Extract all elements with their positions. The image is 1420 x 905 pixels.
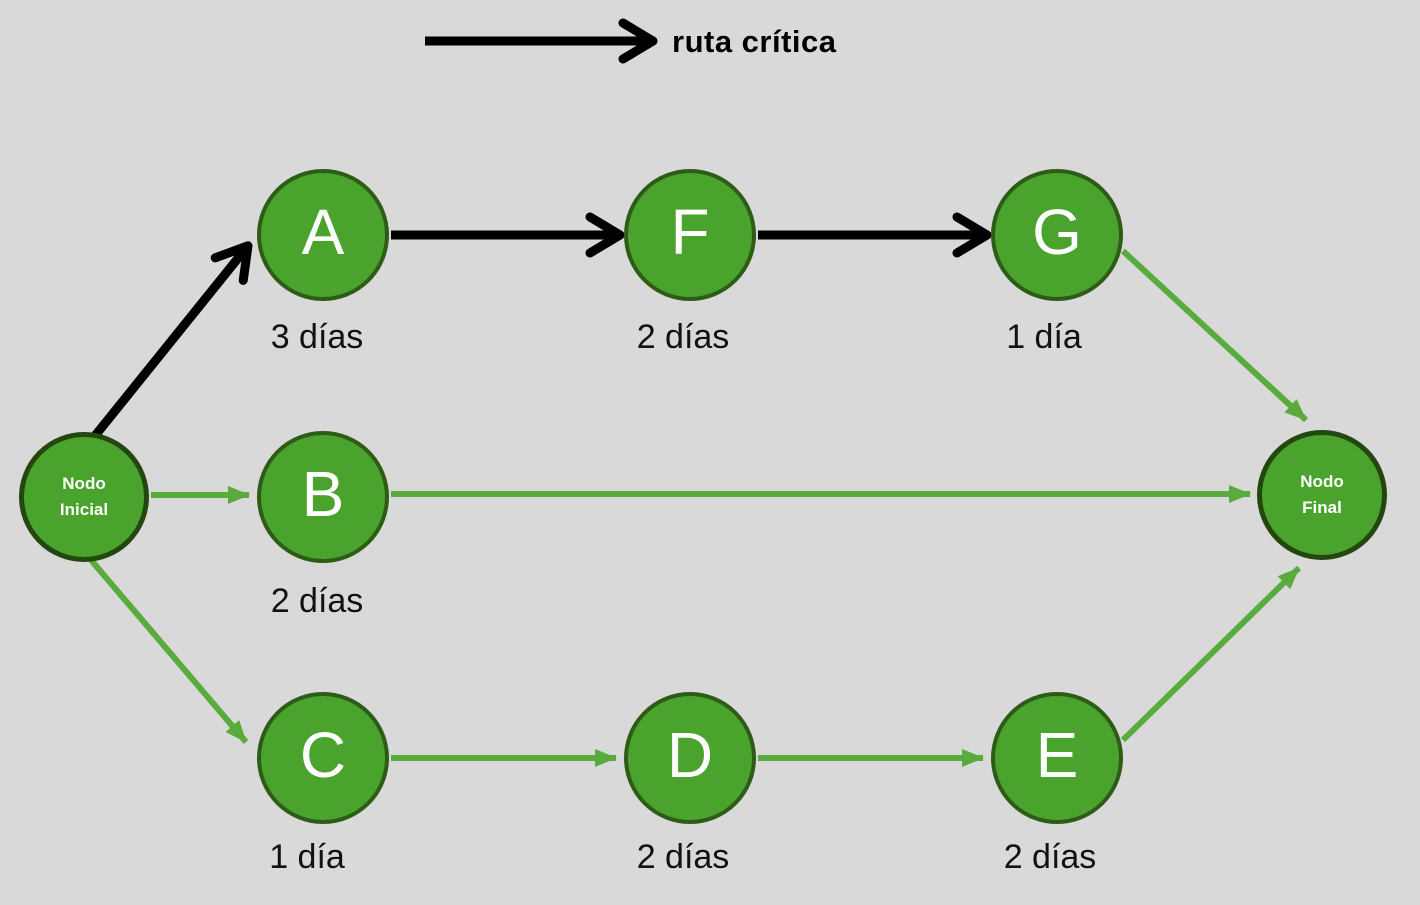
node-final-label-line1: Nodo [1300, 472, 1344, 491]
node-g: G [991, 169, 1123, 301]
node-final: Nodo Final [1257, 430, 1387, 560]
edge-g-final [1120, 248, 1309, 423]
node-b-letter: B [301, 458, 345, 530]
node-c: C [257, 692, 389, 824]
node-d-letter: D [666, 719, 714, 791]
duration-label-a: 3 días [270, 318, 364, 356]
legend-label: ruta crítica [672, 24, 837, 59]
node-a: A [257, 169, 389, 301]
node-final-label-line2: Final [1302, 498, 1342, 517]
duration-label-c: 1 día [269, 838, 345, 876]
edge-inicial-a [90, 241, 253, 440]
duration-label-d: 2 días [636, 838, 730, 876]
edge-inicial-c [88, 558, 249, 744]
node-b: B [257, 431, 389, 563]
duration-label-e: 2 días [1003, 838, 1097, 876]
node-inicial: Nodo Inicial [19, 432, 149, 562]
edges-group [88, 18, 1309, 767]
duration-label-g: 1 día [1006, 318, 1082, 356]
node-a-letter: A [301, 196, 345, 268]
duration-label-b: 2 días [270, 582, 364, 620]
duration-label-f: 2 días [636, 318, 730, 356]
node-e: E [991, 692, 1123, 824]
node-d: D [624, 692, 756, 824]
node-inicial-label-line1: Nodo [62, 474, 106, 493]
node-c-letter: C [299, 719, 347, 791]
node-inicial-label-line2: Inicial [59, 500, 109, 519]
edge-e-final [1120, 565, 1302, 743]
node-f: F [624, 169, 756, 301]
node-e-letter: E [1035, 719, 1079, 791]
node-g-letter: G [1032, 196, 1082, 268]
node-f-letter: F [670, 196, 710, 268]
